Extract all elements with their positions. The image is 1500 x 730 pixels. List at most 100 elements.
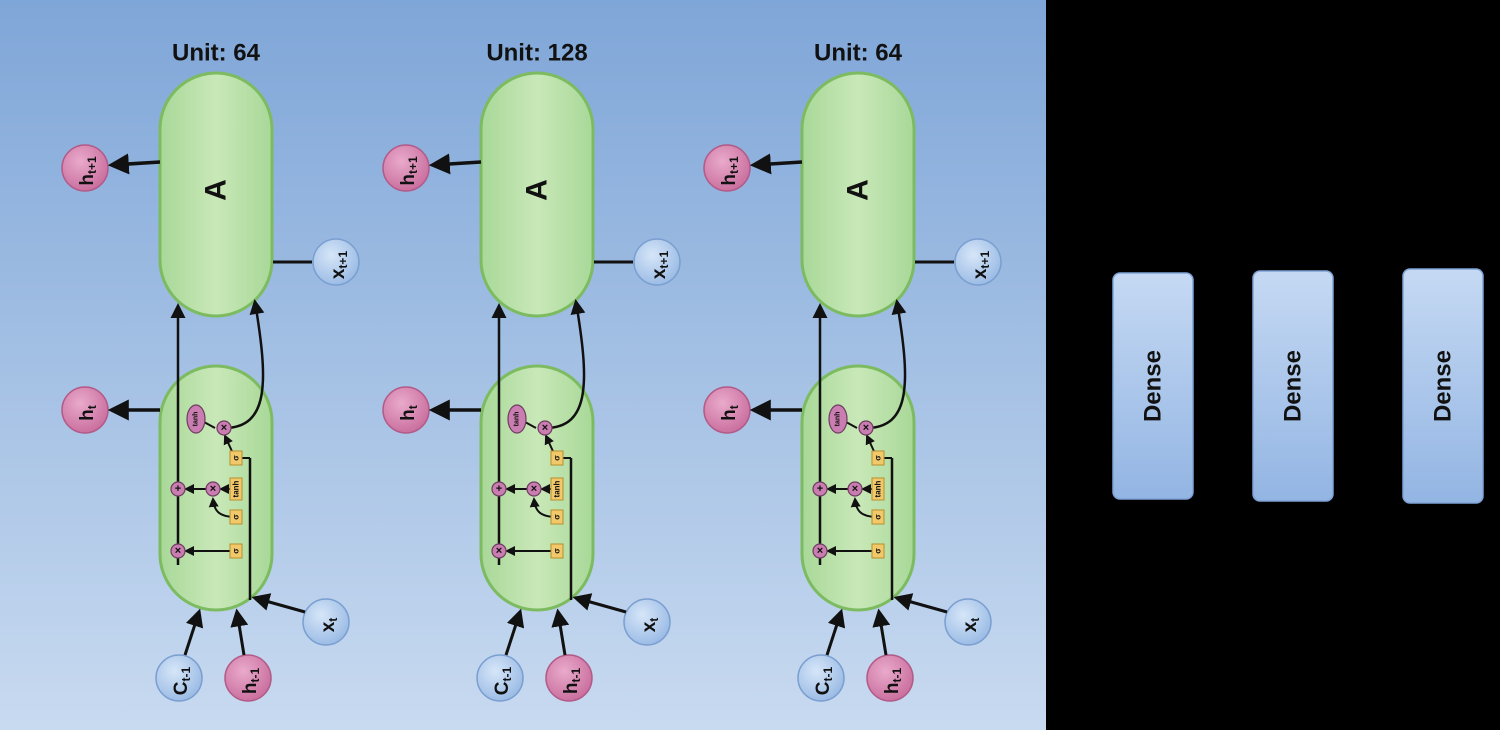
hidden-prev-node-circle [866,654,914,702]
cell-prev-node-circle [155,654,203,702]
output-multiply-op-symbol: × [542,422,548,434]
input-next-node: xt+1 [312,238,360,286]
cell-prev-node: Ct-1 [797,654,845,702]
dense-box [1112,272,1194,500]
cell-prev-node-label: Ct-1 [492,666,515,695]
hidden-prev-node-label: ht-1 [561,668,584,695]
input-multiply-op-circle [526,481,542,497]
output-next-node: ht+1 [61,144,109,192]
cell-prev-node-circle [797,654,845,702]
tanh-output-node [186,404,206,434]
output-multiply-op: × [537,420,553,436]
add-op-symbol: + [175,483,181,495]
dense-box [1402,268,1484,504]
hidden-up-arrow [544,299,586,430]
hidden-prev-node-label: ht-1 [240,668,263,695]
dense-layer-1: Dense [1112,272,1194,500]
forget-gate-label: σ [232,548,241,554]
candidate-gate-label: tanh [232,480,241,497]
dense-box [1252,270,1334,502]
input-gate: σ [229,509,243,525]
add-op-symbol: + [496,483,502,495]
unit-title: Unit: 64 [814,40,903,67]
forget-gate-label: σ [553,548,562,554]
output-next-arrow [107,153,161,175]
hidden-prev-node: ht-1 [224,654,272,702]
output-gate-box [229,450,243,466]
input-gate-label: σ [874,514,883,520]
add-op-symbol: + [817,483,823,495]
candidate-gate-box [550,477,564,501]
unit-title: Unit: 64 [172,40,261,67]
input-multiply-op: × [847,481,863,497]
forget-multiply-op-circle [491,543,507,559]
input-multiply-op-circle [205,481,221,497]
input-now-node: xt [944,598,992,646]
input-multiply-op-symbol: × [852,483,858,495]
hidden-prev-arrow [872,608,891,656]
candidate-gate-box [871,477,885,501]
tanh-output-line [845,421,858,429]
input-gate-box [229,509,243,525]
input-now-node-label: xt [960,618,983,633]
rnn-cell-label: A [200,179,233,201]
forget-multiply-op-circle [170,543,186,559]
candidate-gate-label: tanh [874,480,883,497]
output-next-node: ht+1 [382,144,430,192]
output-multiply-op-circle [216,420,232,436]
dense-layer-3: Dense [1402,268,1484,504]
input-multiply-op-symbol: × [531,483,537,495]
output-next-arrow [749,153,803,175]
dense-label: Dense [1280,350,1307,422]
forget-multiply-op: × [812,543,828,559]
input-multiply-op: × [526,481,542,497]
forget-multiply-op-symbol: × [817,545,823,557]
input-now-arrow [572,593,627,614]
output-next-node-label: ht+1 [77,156,100,186]
tanh-output-label: tanh [193,412,200,427]
forget-gate-box [550,543,564,559]
candidate-gate-box [229,477,243,501]
forget-gate-label: σ [874,548,883,554]
hidden-up-arrow [223,299,265,430]
hidden-prev-node: ht-1 [866,654,914,702]
input-next-node: xt+1 [633,238,681,286]
output-gate: σ [550,450,564,466]
cell-prev-node-label: Ct-1 [171,666,194,695]
output-gate: σ [229,450,243,466]
forget-multiply-op-symbol: × [175,545,181,557]
input-next-node-circle [312,238,360,286]
tanh-output-line [203,421,216,429]
lstm-unit: Unit: 64Aht+1xt+1ht×+××tanhσtanhσσxtCt-1… [61,40,360,702]
input-gate-label: σ [553,514,562,520]
lstm-units-layer: Unit: 64 Aht+1 xt+1 ht × + × × tanh σ tanh σ σ xtCt-1… [61,40,1002,702]
cell-prev-arrow [504,608,525,656]
input-gate: σ [871,509,885,525]
cell-prev-node-label: Ct-1 [813,666,836,695]
add-op: + [491,481,507,497]
cell-prev-arrow [825,608,846,656]
candidate-gate-label: tanh [553,480,562,497]
output-now-node: ht [61,386,109,434]
input-now-node-circle [623,598,671,646]
tanh-output-label: tanh [514,412,521,427]
output-gate-box [550,450,564,466]
output-now-node-label: ht [398,405,421,421]
input-now-node-label: xt [639,618,662,633]
output-multiply-op-circle [537,420,553,436]
forget-gate: σ [550,543,564,559]
dense-layers-layer: Dense Dense Dense [1112,268,1484,504]
dense-layer-2: Dense [1252,270,1334,502]
output-gate-box [871,450,885,466]
output-now-node: ht [382,386,430,434]
output-multiply-op: × [858,420,874,436]
input-now-arrow [251,593,306,614]
rnn-cell-top [479,71,595,318]
forget-gate: σ [229,543,243,559]
output-multiply-op-circle [858,420,874,436]
input-now-node-circle [944,598,992,646]
cell-prev-node: Ct-1 [155,654,203,702]
output-now-node-label: ht [77,405,100,421]
cell-prev-arrow [183,608,204,656]
tanh-output-node [828,404,848,434]
